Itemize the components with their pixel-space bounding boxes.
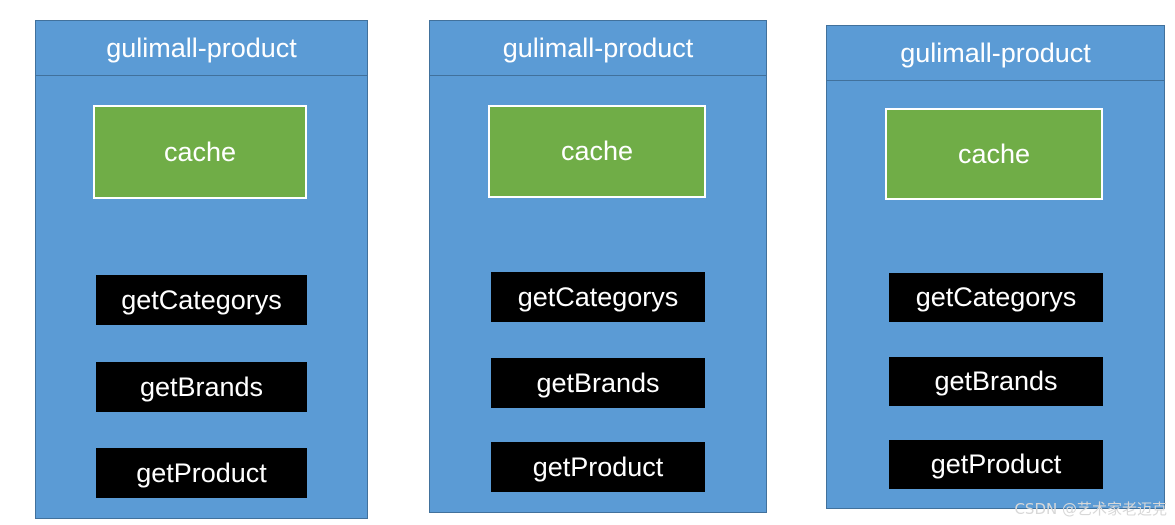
service-box-1: gulimall-product cache getCategorys getB… <box>35 20 368 519</box>
watermark: CSDN @艺术家老迈克 <box>1014 500 1167 518</box>
method-get-brands: getBrands <box>491 358 705 408</box>
cache-box: cache <box>885 108 1103 200</box>
method-get-categorys: getCategorys <box>491 272 705 322</box>
service-title: gulimall-product <box>827 26 1164 81</box>
method-get-brands: getBrands <box>889 357 1103 406</box>
cache-box: cache <box>93 105 307 199</box>
method-get-product: getProduct <box>889 440 1103 489</box>
service-title: gulimall-product <box>430 21 766 76</box>
service-box-3: gulimall-product cache getCategorys getB… <box>826 25 1165 509</box>
method-get-categorys: getCategorys <box>96 275 307 325</box>
method-get-brands: getBrands <box>96 362 307 412</box>
service-title: gulimall-product <box>36 21 367 76</box>
service-box-2: gulimall-product cache getCategorys getB… <box>429 20 767 513</box>
method-get-categorys: getCategorys <box>889 273 1103 322</box>
cache-box: cache <box>488 105 706 198</box>
method-get-product: getProduct <box>96 448 307 498</box>
method-get-product: getProduct <box>491 442 705 492</box>
